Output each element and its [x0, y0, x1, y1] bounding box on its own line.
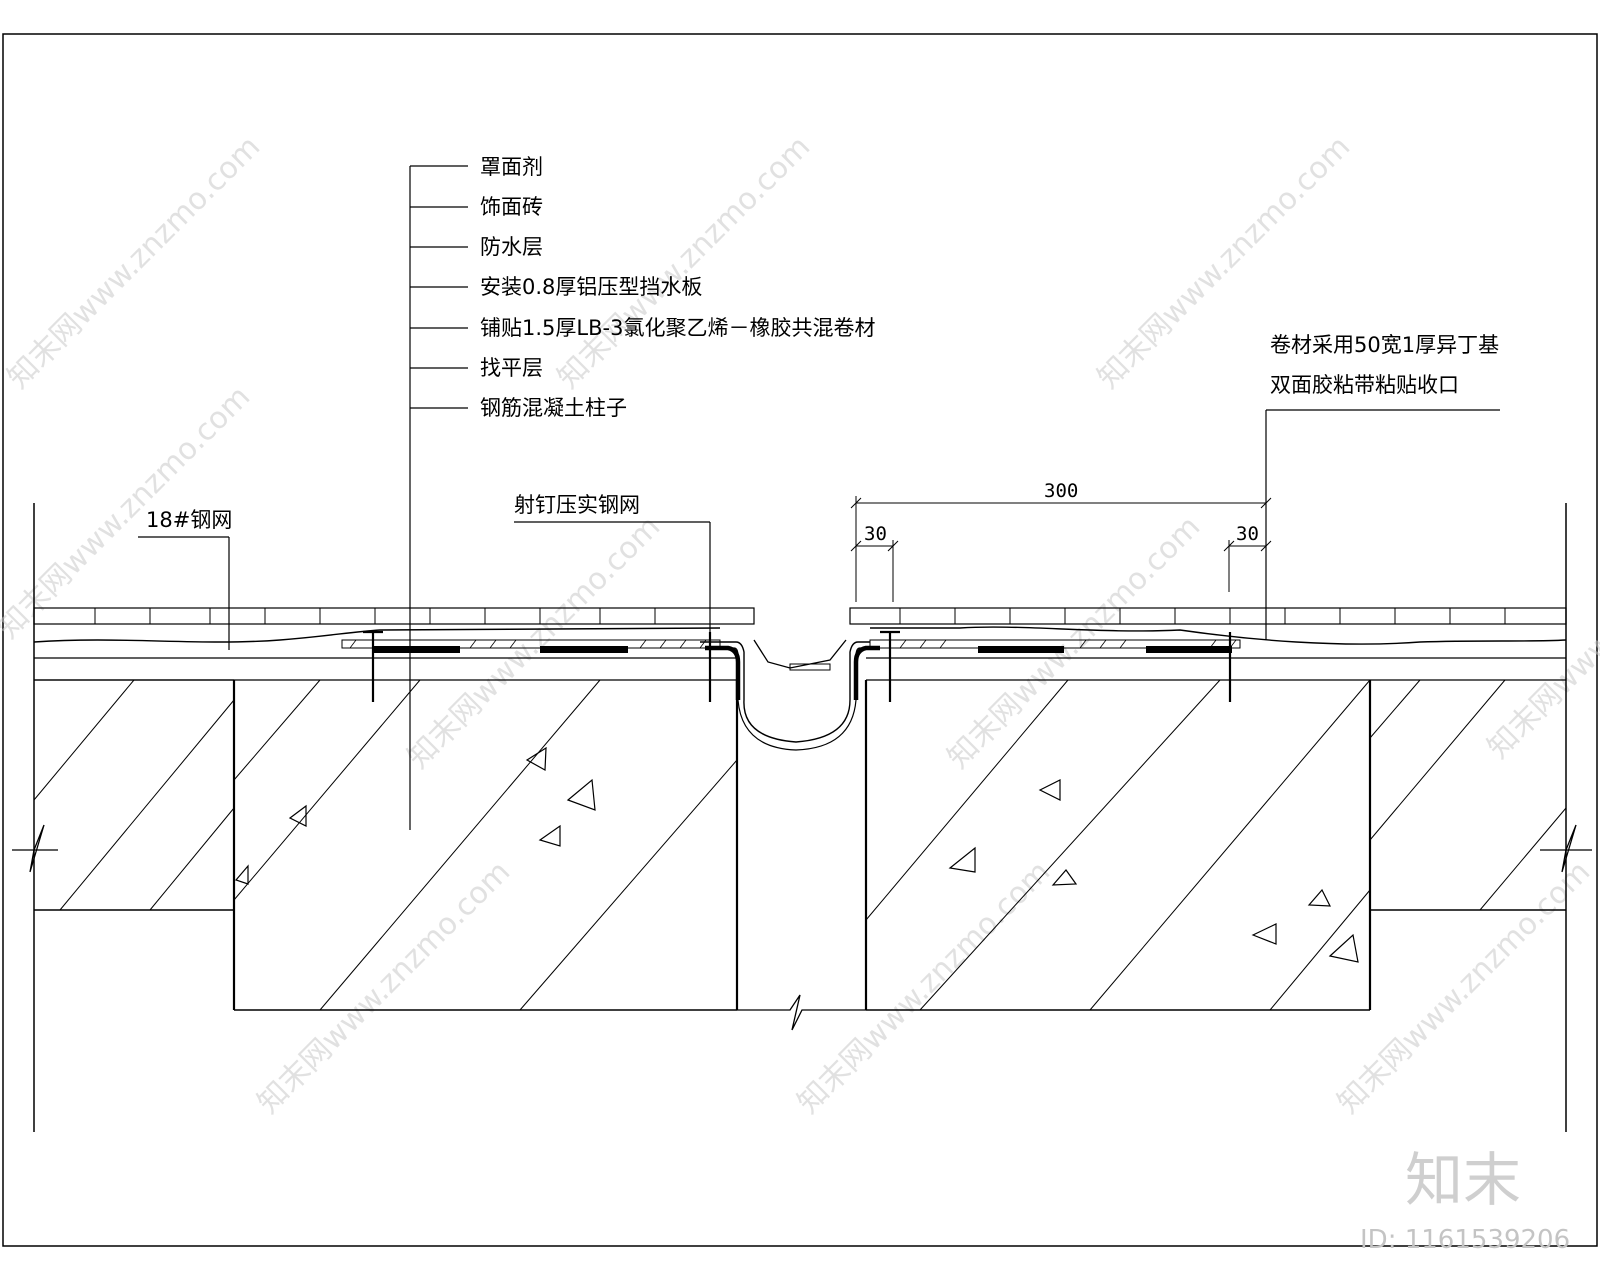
label-nail-mesh: 射钉压实钢网: [514, 493, 640, 517]
watermark-text: 知末网www.znzmo.com: [251, 854, 517, 1120]
dimension-overall: 300: [1044, 480, 1078, 502]
watermark-text: 知末网www.znzmo.com: [1481, 499, 1600, 765]
brand-logo: 知末: [1405, 1146, 1521, 1214]
dimension-left-offset: 30: [864, 523, 887, 545]
label-membrane: 铺贴1.5厚LB-3氯化聚乙烯－橡胶共混卷材: [480, 316, 875, 340]
label-closure-line1: 卷材采用50宽1厚异丁基: [1270, 333, 1499, 357]
watermark-text: 知末网www.znzmo.com: [551, 129, 817, 395]
label-rc-column: 钢筋混凝土柱子: [480, 396, 627, 420]
label-sealant: 罩面剂: [480, 155, 543, 179]
label-waterproof-layer: 防水层: [480, 235, 543, 259]
leader-lines: [138, 165, 1500, 830]
watermark-group: 知末网www.znzmo.com 知末网www.znzmo.com 知末网www…: [0, 129, 1600, 1120]
label-closure-line2: 双面胶粘带粘贴收口: [1270, 373, 1459, 397]
watermark-text: 知末网www.znzmo.com: [791, 854, 1057, 1120]
image-id-label: ID: 1161539206: [1360, 1225, 1570, 1255]
dimension-right-offset: 30: [1236, 523, 1259, 545]
label-aluminum-plate: 安装0.8厚铝压型挡水板: [480, 275, 702, 299]
dimension-lines: [850, 496, 1272, 602]
watermark-text: 知末网www.znzmo.com: [401, 509, 667, 775]
structure: [12, 503, 1592, 1132]
label-facing-tile: 饰面砖: [480, 195, 543, 219]
watermark-text: 知末网www.znzmo.com: [941, 509, 1207, 775]
label-leveling-layer: 找平层: [480, 356, 543, 380]
watermark-text: 知末网www.znzmo.com: [1, 129, 267, 395]
drawing-frame: [2, 33, 1598, 1247]
label-steel-mesh: 18#钢网: [146, 508, 232, 532]
